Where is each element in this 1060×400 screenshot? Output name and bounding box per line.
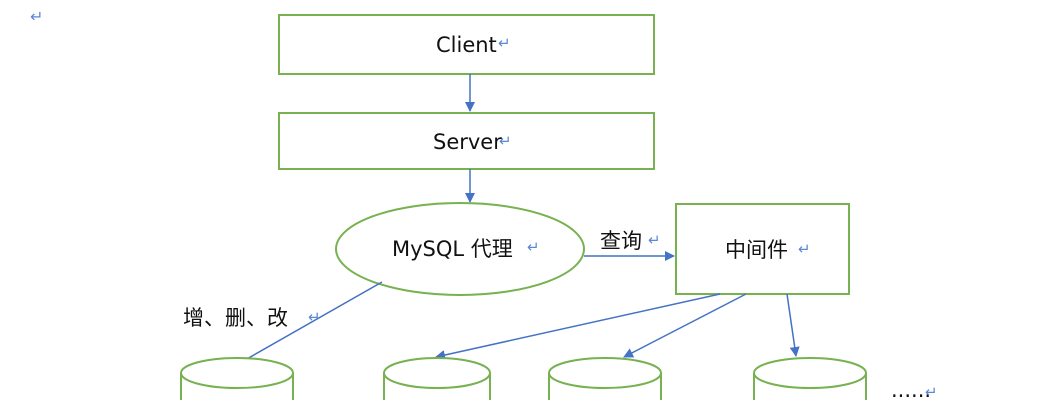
client-label: Client [436, 33, 497, 57]
database-4 [753, 357, 867, 400]
client-return-mark: ↵ [498, 34, 511, 52]
database-1 [180, 357, 294, 400]
query-label: 查询 [600, 229, 642, 253]
proxy-return-mark: ↵ [527, 238, 540, 256]
database-4-top [753, 357, 867, 389]
more-return-mark: ↵ [925, 383, 938, 400]
server-return-mark: ↵ [499, 132, 512, 150]
client-box [278, 14, 655, 75]
write-label: 增、删、改 [183, 306, 288, 330]
middleware-to-db3-arrow [623, 293, 747, 358]
middleware-label: 中间件 [725, 238, 788, 262]
more-ellipsis: ...... [891, 378, 931, 400]
server-node: Server ↵ [278, 112, 655, 170]
mysql-proxy-node: MySQL 代理 ↵ [335, 202, 585, 296]
query-return-mark: ↵ [648, 231, 661, 249]
database-1-top [180, 357, 294, 389]
paragraph-mark: ↵ [30, 7, 43, 26]
server-label: Server [433, 130, 502, 154]
middleware-box [675, 203, 850, 295]
database-2 [383, 357, 491, 400]
mysql-proxy-label: MySQL 代理 [392, 237, 513, 261]
database-3-top [548, 357, 662, 389]
database-2-top [383, 357, 491, 389]
server-box [278, 112, 655, 170]
middleware-node: 中间件 ↵ [675, 203, 850, 295]
mysql-proxy-ellipse [335, 202, 585, 296]
middleware-to-db2-arrow [435, 293, 721, 360]
client-node: Client ↵ [278, 14, 655, 75]
middleware-to-db4-arrow [786, 293, 800, 357]
database-3 [548, 357, 662, 400]
proxy-to-db1-arrow [230, 281, 383, 369]
middleware-return-mark: ↵ [798, 240, 811, 258]
